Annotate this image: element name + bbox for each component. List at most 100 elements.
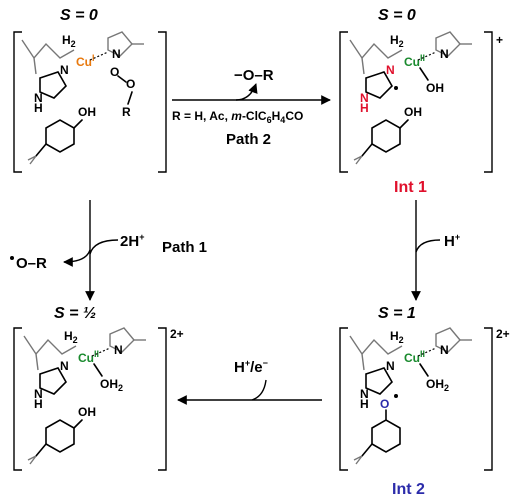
bracket-right [158,31,167,173]
atom-n2-int2: N [440,343,449,357]
complex-int-2: S = 1 2+ N N H H2 CuII N OH2 O Int 2 [339,305,510,498]
atom-n2-final: N [114,343,123,357]
phenol-ring-int1 [371,119,401,153]
backbone-int2 [349,335,403,356]
path1-radical-dot [10,256,14,260]
cu-his-bond-final [91,347,111,357]
second-imidazole-int2 [435,327,461,353]
spin-state-label-final: S = ½ [54,305,96,322]
copper-ii-center-int2: CuII [404,349,425,365]
atom-oh2-final: OH2 [100,377,123,393]
imidazole-ring-radical [365,71,393,99]
int1-reagent-curve [415,239,441,253]
int2-label: Int 2 [392,481,425,498]
bracket-left-int2 [339,327,348,471]
backbone-int1 [349,39,403,60]
atom-h: H [34,101,43,115]
atom-nh-int1: N [360,91,369,105]
atom-nh2-int2: H2 [390,329,404,345]
cu-his-bond [89,51,109,61]
bracket-right-int2 [484,327,493,471]
int1-label: Int 1 [394,179,427,196]
phenoxyl-chain [353,455,363,465]
path2-r-definition: R = H, Ac, m-ClC6H4CO [172,109,303,125]
o-o-bond [117,75,127,83]
spin-state-label: S = 0 [60,7,98,24]
int1-to-int2-arrow-group: H+ [411,200,460,301]
o-r-bond [127,91,133,105]
second-imidazole-final [109,327,135,353]
copper-ii-center-int1: CuII [404,53,425,69]
backbone [21,39,75,60]
imidazole-ring-final [39,367,67,395]
phenol-chain [27,155,37,165]
atom-n2-int1: N [440,47,449,61]
bracket-right-int1 [484,31,493,173]
atom-nh-int2: N [360,387,369,401]
imidazole-ring-int2 [365,367,393,395]
spin-state-label-int1: S = 0 [378,7,416,24]
charge-final: 2+ [170,327,184,341]
atom-oh: OH [78,105,96,119]
atom-h-int1: H [360,101,369,115]
backbone-branch-final [35,353,39,371]
path1-arrow-group: 2H+ O–R Path 1 [10,200,207,301]
atom-nh2-final: H2 [64,329,78,345]
path1-reagent: 2H+ [120,232,144,250]
atom-nh: N [34,91,43,105]
second-imidazole-int1 [435,31,461,57]
atom-nh-final: N [34,387,43,401]
atom-oh-int1: OH [404,105,422,119]
int2-to-final-arrow-group: H+/e− [177,358,322,405]
backbone-branch-int1 [361,57,365,75]
phenol-ch2 [35,143,47,157]
cu-oh-bond-int1 [419,67,429,81]
atom-n2: N [112,47,121,61]
path2-arrow-group: −O–R R = H, Ac, m-ClC6H4CO Path 2 [172,67,331,148]
phenol-chain-final [27,455,37,465]
atom-oh-cu-int1: OH [426,81,444,95]
phenol-ch2-int1 [361,143,373,157]
atom-n-int2: N [386,359,395,373]
phenol-oh-bond-final [73,419,83,429]
radical-dot-int1 [394,86,398,90]
radical-dot-int2 [394,394,398,398]
bracket-left-final [13,327,22,471]
bottom-reagent: H+/e− [234,358,268,376]
path1-label: Path 1 [162,239,207,256]
path2-label: Path 2 [226,131,271,148]
bracket-right-final [158,327,167,471]
path1-leaving-arrow [63,249,91,267]
bracket-left [13,31,22,173]
complex-int-1: S = 0 + N N H H2 CuII N OH OH Int 1 [339,7,503,196]
charge-int2: 2+ [496,327,510,341]
atom-h-final: H [34,397,43,411]
cu-his-bond-int1 [417,51,437,61]
charge-int1: + [496,33,503,47]
atom-o-radical: O [380,397,389,411]
phenoxyl-ring [371,419,401,453]
phenol-ring [45,119,75,153]
bottom-reagent-curve [251,379,267,401]
phenol-chain-int1 [353,155,363,165]
path2-leaving-group: −O–R [234,67,274,84]
second-imidazole [107,31,133,57]
spin-state-label-int2: S = 1 [378,305,416,322]
atom-o2: O [126,77,135,91]
phenol-ring-final [45,419,75,453]
backbone-branch-int2 [361,353,365,371]
cu-his-bond-int2 [417,347,437,357]
path2-leaving-arrow [235,83,258,101]
path1-reagent-curve [89,239,119,255]
backbone-final [23,335,77,356]
phenol-ch2-final [35,443,47,457]
atom-h-int2: H [360,397,369,411]
atom-oh-final: OH [78,405,96,419]
copper-i-center: CuI [76,53,95,69]
copper-ii-center-final: CuII [78,349,99,365]
atom-o1: O [110,65,119,79]
bracket-left-int1 [339,31,348,173]
cu-oh2-bond-final [93,363,103,377]
cu-oh-bond-int2 [419,363,429,377]
